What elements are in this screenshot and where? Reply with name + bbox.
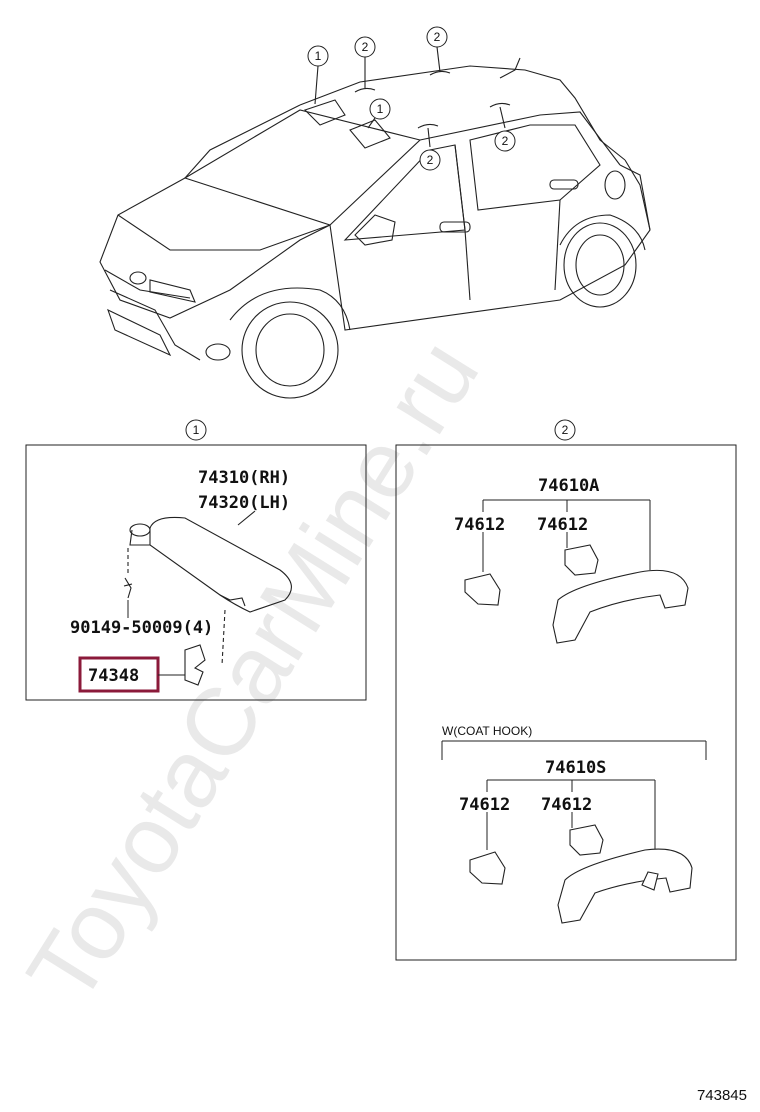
callout-1-a: 1 xyxy=(307,45,329,67)
part-visor-lh[interactable]: 74320(LH) xyxy=(198,493,290,513)
panel-1-frame xyxy=(25,444,367,701)
callout-2-c: 2 xyxy=(419,149,441,171)
part-holder[interactable]: 74348 xyxy=(88,666,139,686)
part-cap-a2[interactable]: 74612 xyxy=(537,515,588,535)
panel-1-marker: 1 xyxy=(185,419,207,441)
part-visor-rh[interactable]: 74310(RH) xyxy=(198,468,290,488)
variant-bracket xyxy=(441,740,707,760)
part-grip-a[interactable]: 74610A xyxy=(538,476,599,496)
svg-text:1: 1 xyxy=(193,423,200,437)
svg-text:1: 1 xyxy=(377,102,384,116)
part-cap-s1[interactable]: 74612 xyxy=(459,795,510,815)
callout-2-d: 2 xyxy=(494,130,516,152)
variant-label: W(COAT HOOK) xyxy=(442,724,532,738)
svg-text:2: 2 xyxy=(362,40,369,54)
assist-grip-a-drawing xyxy=(464,544,689,644)
assist-grip-s-drawing xyxy=(469,824,693,924)
callout-2-a: 2 xyxy=(354,36,376,58)
grip-s-leaders xyxy=(486,779,656,850)
panel-2-marker: 2 xyxy=(554,419,576,441)
svg-text:1: 1 xyxy=(315,49,322,63)
part-cap-s2[interactable]: 74612 xyxy=(541,795,592,815)
grip-a-leaders xyxy=(482,499,651,572)
callout-1-b: 1 xyxy=(369,98,391,120)
panel-2-frame xyxy=(395,444,737,961)
callout-2-b: 2 xyxy=(426,26,448,48)
diagram-id: 743845 xyxy=(697,1087,747,1104)
part-screw[interactable]: 90149-50009(4) xyxy=(70,618,213,638)
svg-text:2: 2 xyxy=(434,30,441,44)
svg-text:2: 2 xyxy=(562,423,569,437)
sun-visor-drawing xyxy=(123,510,292,686)
svg-text:2: 2 xyxy=(427,153,434,167)
part-cap-a1[interactable]: 74612 xyxy=(454,515,505,535)
car-illustration xyxy=(99,46,651,399)
svg-text:2: 2 xyxy=(502,134,509,148)
part-grip-s[interactable]: 74610S xyxy=(545,758,606,778)
